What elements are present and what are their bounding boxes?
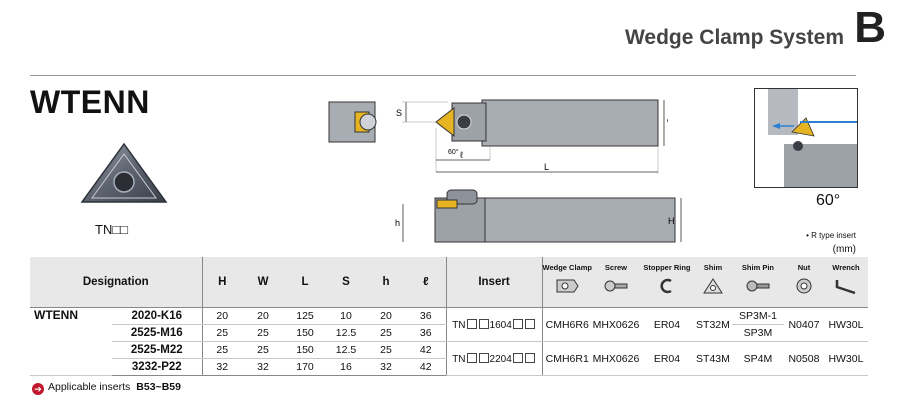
cell-wrench: HW30L xyxy=(823,307,868,342)
header-divider xyxy=(30,75,856,76)
header-shim-pin: Shim Pin xyxy=(731,257,784,308)
approach-angle-diagram xyxy=(754,88,858,188)
top-view-drawing: S W ℓ 60° L xyxy=(328,99,668,174)
footer-label: Applicable inserts xyxy=(48,381,131,393)
cell-S: 12.5 xyxy=(326,341,366,359)
cell-L: 170 xyxy=(284,358,326,376)
dim-L-label: L xyxy=(544,162,549,172)
cell-nut: N0508 xyxy=(783,341,824,376)
row-code: 3232-P22 xyxy=(112,358,202,376)
cell-H: 25 xyxy=(201,324,242,342)
header-h: h xyxy=(366,257,406,308)
shim-icon xyxy=(703,278,723,294)
cell-shim: ST43M xyxy=(693,341,732,376)
cell-h: 20 xyxy=(366,307,406,325)
header-H: H xyxy=(201,257,242,308)
cell-S: 10 xyxy=(326,307,366,325)
section-title: Wedge Clamp System xyxy=(624,26,844,49)
cell-stopper-ring: ER04 xyxy=(639,307,694,342)
row-code: 2525-M22 xyxy=(112,341,202,359)
dim-w-label: W xyxy=(667,118,668,128)
cell-W: 25 xyxy=(242,324,284,342)
wrench-icon xyxy=(835,280,856,295)
cell-shim-pin: SP3M-1 xyxy=(731,307,784,325)
cell-wedge-clamp: CMH6R1 xyxy=(541,341,592,376)
header-S: S xyxy=(326,257,366,308)
header-insert: Insert xyxy=(445,257,542,308)
header-L: L xyxy=(284,257,326,308)
cell-screw: MHX0626 xyxy=(591,307,640,342)
header-stopper-ring: Stopper Ring xyxy=(639,257,694,308)
shim-pin-icon xyxy=(746,280,770,292)
dim-s-label: S xyxy=(396,108,402,118)
cell-L: 125 xyxy=(284,307,326,325)
cell-h: 25 xyxy=(366,324,406,342)
cell-S: 16 xyxy=(326,358,366,376)
cell-stopper-ring: ER04 xyxy=(639,341,694,376)
cell-wrench: HW30L xyxy=(823,341,868,376)
header-shim: Shim xyxy=(693,257,732,308)
wedge-clamp-icon xyxy=(556,279,579,293)
row-code: 2020-K16 xyxy=(112,307,202,325)
cell-ell: 42 xyxy=(406,358,446,376)
cell-ell: 42 xyxy=(406,341,446,359)
arrow-right-icon: ➔ xyxy=(32,383,44,395)
cell-h: 25 xyxy=(366,341,406,359)
spec-table: Designation H W L S h ℓ Insert Wedge Cla… xyxy=(30,257,868,376)
header-wedge-clamp: Wedge Clamp xyxy=(541,257,592,308)
cell-W: 32 xyxy=(242,358,284,376)
cell-nut: N0407 xyxy=(783,307,824,342)
header-W: W xyxy=(242,257,284,308)
table-row: 2525-M16 25 25 150 12.5 25 36 SP3M xyxy=(30,324,868,342)
table-row: 3232-P22 32 32 170 16 32 42 xyxy=(30,358,868,376)
dim-angle-label: 60° xyxy=(448,148,459,156)
cell-shim: ST32M xyxy=(693,307,732,342)
header-designation: Designation xyxy=(30,257,202,308)
cell-ell: 36 xyxy=(406,324,446,342)
approach-angle-label: 60° xyxy=(816,192,841,209)
stopper-ring-icon xyxy=(660,278,672,294)
header-nut: Nut xyxy=(783,257,824,308)
side-view-drawing: h H xyxy=(395,189,682,243)
cell-L: 150 xyxy=(284,341,326,359)
r-type-note: • R type insert xyxy=(806,231,856,240)
cell-H: 32 xyxy=(201,358,242,376)
unit-note: (mm) xyxy=(832,244,856,255)
header-screw: Screw xyxy=(591,257,640,308)
header-wrench: Wrench xyxy=(823,257,868,308)
screw-icon xyxy=(604,280,628,292)
dim-h-label: h xyxy=(395,218,400,228)
cell-H: 25 xyxy=(201,341,242,359)
cell-W: 25 xyxy=(242,341,284,359)
applicable-inserts-note: ➔ Applicable inserts B53~B59 xyxy=(32,381,181,395)
table-header-row: Designation H W L S h ℓ Insert Wedge Cla… xyxy=(30,257,868,308)
cell-screw: MHX0626 xyxy=(591,341,640,376)
dim-ell-label: ℓ xyxy=(460,150,464,160)
cell-L: 150 xyxy=(284,324,326,342)
cell-shim-pin: SP3M xyxy=(731,324,784,342)
header-ell: ℓ xyxy=(406,257,446,308)
cell-h: 32 xyxy=(366,358,406,376)
cell-shim-pin: SP4M xyxy=(731,341,784,376)
footer-range: B53~B59 xyxy=(136,381,181,393)
cell-W: 20 xyxy=(242,307,284,325)
cell-S: 12.5 xyxy=(326,324,366,342)
cell-ell: 36 xyxy=(406,307,446,325)
insert-code-label: TN□□ xyxy=(95,222,129,237)
cell-H: 20 xyxy=(201,307,242,325)
section-letter: B xyxy=(854,3,886,52)
row-code: 2525-M16 xyxy=(112,324,202,342)
cell-wedge-clamp: CMH6R6 xyxy=(541,307,592,342)
dim-H-label: H xyxy=(668,216,675,226)
product-title: WTENN xyxy=(30,84,150,120)
nut-icon xyxy=(796,278,812,294)
triangle-insert-image xyxy=(80,142,168,203)
group-label: WTENN xyxy=(30,307,112,376)
